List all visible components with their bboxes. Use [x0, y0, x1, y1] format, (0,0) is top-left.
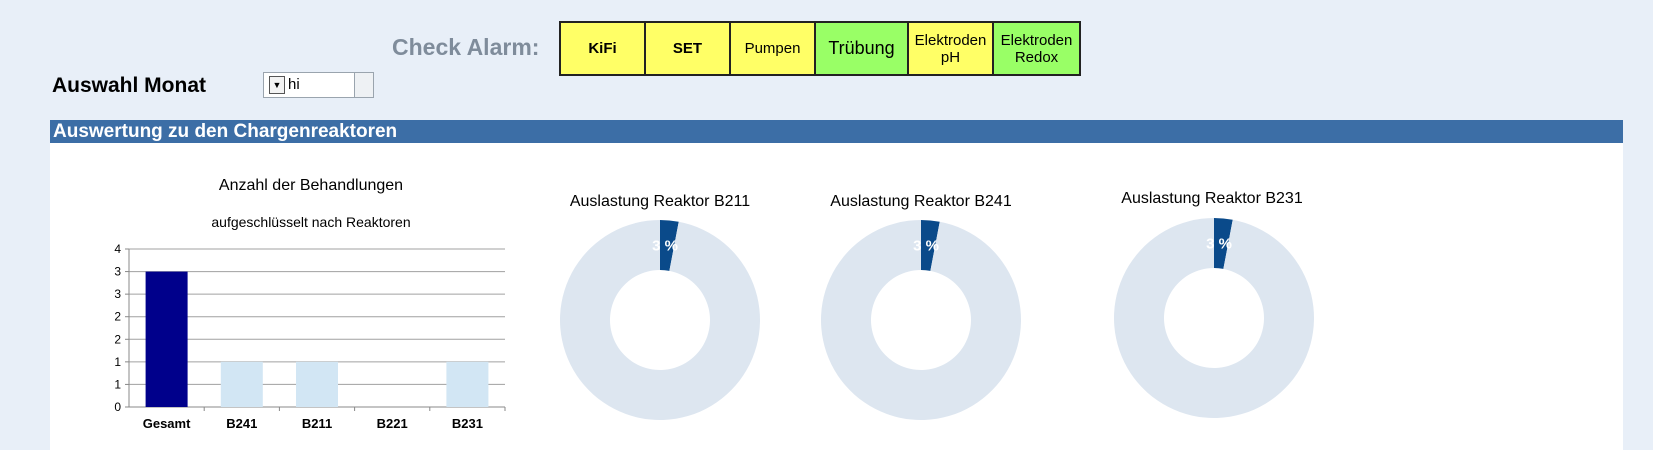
alarm-button-label: SET — [672, 40, 703, 57]
donut-value-label: 3 % — [1206, 235, 1232, 252]
y-tick-label: 1 — [114, 377, 121, 391]
y-tick-label: 4 — [114, 242, 121, 256]
alarm-button-label: Pumpen — [744, 40, 801, 57]
alarm-button-set[interactable]: SET — [646, 23, 731, 74]
donut-value-label: 3 % — [913, 237, 939, 254]
alarm-button-label: Trübung — [828, 38, 895, 58]
check-alarm-label: Check Alarm: — [392, 34, 540, 60]
month-select-spinner[interactable] — [354, 73, 373, 97]
x-tick-label: B231 — [452, 416, 483, 431]
alarm-button-pumpen[interactable]: Pumpen — [731, 23, 816, 74]
bar-b211 — [296, 361, 338, 407]
bar-chart: 0 1 1 2 2 3 3 4 Gesamt B241 B211 B221 B231 — [114, 242, 506, 431]
y-tick-label: 3 — [114, 287, 121, 301]
y-tick-label: 2 — [114, 310, 121, 324]
month-select-value: hi — [288, 76, 300, 93]
alarm-button-truebung[interactable]: Trübung — [816, 23, 909, 74]
section-header: Auswertung zu den Chargenreaktoren — [50, 120, 1623, 143]
x-tick-label: B221 — [377, 416, 408, 431]
alarm-button-elektroden-redox[interactable]: Elektroden Redox — [994, 23, 1079, 74]
donut-slice-0 — [660, 220, 679, 271]
donut-value-label: 3 % — [652, 237, 678, 254]
donut-slice-0 — [1214, 218, 1233, 269]
bar-b231 — [446, 361, 489, 407]
alarm-button-label: Elektroden Redox — [1000, 31, 1073, 66]
chevron-down-icon[interactable]: ▼ — [269, 76, 285, 94]
donut-chart-title-b211: Auslastung Reaktor B211 — [569, 193, 751, 210]
x-tick-label: B241 — [226, 416, 257, 431]
donut-chart-title-b241: Auslastung Reaktor B241 — [830, 193, 1012, 210]
donut-chart-b231: 3 % — [1114, 217, 1314, 418]
alarm-button-label: Elektroden pH — [914, 31, 987, 66]
x-tick-label: Gesamt — [143, 416, 191, 431]
bar-chart-title: Anzahl der Behandlungen — [218, 177, 404, 194]
month-label: Auswahl Monat — [52, 74, 207, 97]
x-tick-label: B211 — [302, 416, 332, 431]
donut-slice-1 — [560, 219, 760, 420]
alarm-button-bar: KiFi SET Pumpen Trübung Elektroden pH El… — [559, 21, 1081, 76]
donut-slice-1 — [1114, 217, 1314, 418]
alarm-button-elektroden-ph[interactable]: Elektroden pH — [909, 23, 994, 74]
month-select[interactable]: ▼ hi — [263, 72, 374, 98]
donut-slice-1 — [821, 219, 1021, 420]
bar-chart-xtick-labels: Gesamt B241 B211 B221 B231 — [143, 416, 483, 431]
alarm-button-kifi[interactable]: KiFi — [561, 23, 646, 74]
bar-b241 — [220, 361, 263, 407]
y-tick-label: 1 — [114, 355, 121, 369]
y-tick-label: 3 — [114, 265, 121, 279]
y-tick-label: 2 — [114, 332, 121, 346]
donut-slice-0 — [921, 220, 940, 271]
donut-chart-b241: 3 % — [821, 219, 1021, 420]
bar-chart-bars — [145, 271, 489, 407]
alarm-button-label: KiFi — [588, 40, 617, 57]
bar-chart-ytick-labels: 0 1 1 2 2 3 3 4 — [114, 242, 121, 414]
donut-chart-b211: 3 % — [560, 219, 760, 420]
bar-chart-subtitle: aufgeschlüsselt nach Reaktoren — [211, 214, 411, 230]
y-tick-label: 0 — [114, 400, 121, 414]
bar-gesamt — [145, 271, 188, 407]
donut-chart-title-b231: Auslastung Reaktor B231 — [1121, 190, 1303, 207]
